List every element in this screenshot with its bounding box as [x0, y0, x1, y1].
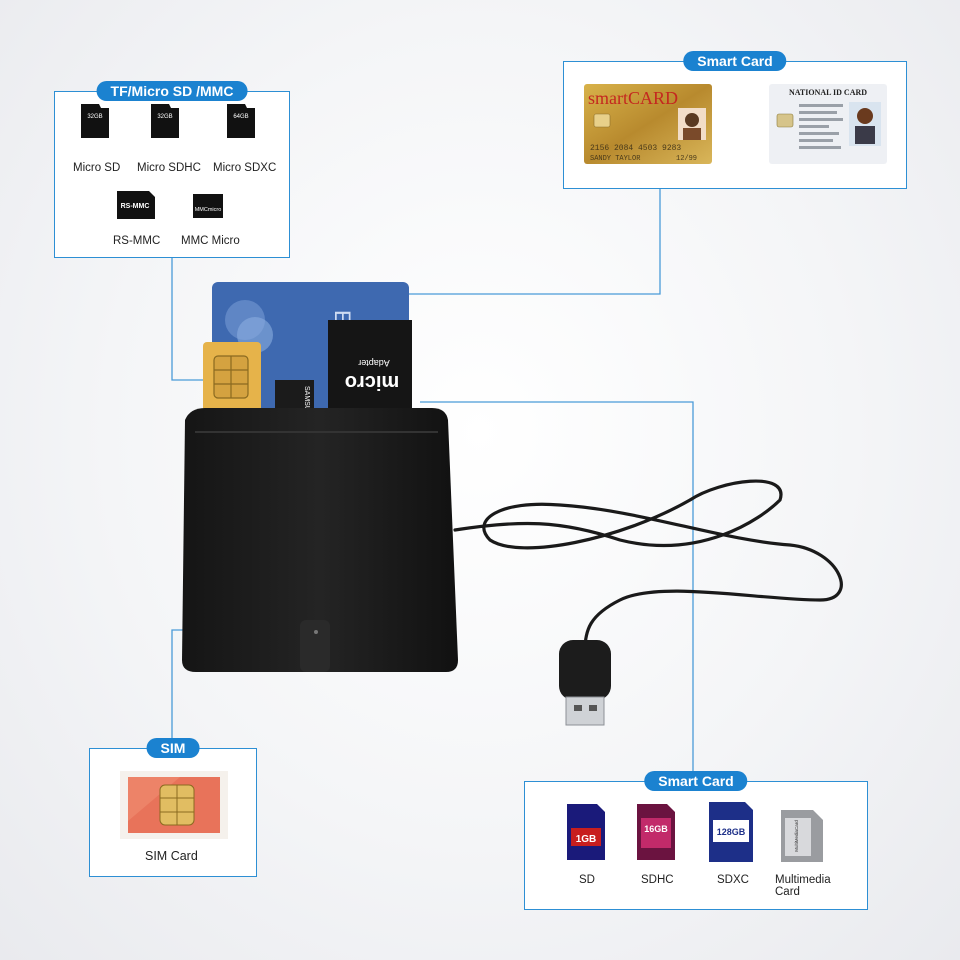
label-micro-sdxc: Micro SDXC [213, 162, 277, 174]
label-sd: SD [579, 874, 595, 886]
sd-card-icon: 1GB [567, 804, 605, 860]
mmc-micro-card-icon: MMCmicro [193, 194, 223, 218]
label-multimedia-card: Multimedia Card [775, 874, 831, 898]
micro-sdxc-card-icon: 64GB [227, 104, 255, 138]
micro-sd-card-icon: 32GB [81, 104, 109, 138]
sd-mark: 1GB [576, 834, 597, 845]
panel-title-tf: TF/Micro SD /MMC [96, 81, 248, 101]
adapter-label: Adapter [358, 358, 390, 368]
micro-sd-mark: 32GB [87, 114, 102, 120]
label-micro-sdhc: Micro SDHC [137, 162, 201, 174]
panel-tf-microsd-mmc: TF/Micro SD /MMC 32GB 32GB 64GB Micro SD… [54, 81, 290, 258]
label-mmc-micro: MMC Micro [181, 235, 240, 247]
reader-body [182, 408, 458, 672]
panel-title-smart-top: Smart Card [683, 51, 787, 71]
micro-sdxc-mark: 64GB [233, 114, 248, 120]
panel-sim: SIM SIM Card [89, 738, 257, 877]
mmc-micro-mark: MMCmicro [195, 207, 222, 213]
sdxc-card-icon: 128GB [709, 802, 753, 862]
smartcard-number: 2156 2084 4503 9283 [590, 144, 681, 153]
label-sdxc: SDXC [717, 874, 749, 886]
rs-mmc-card-icon: RS-MMC [117, 191, 155, 219]
label-rs-mmc: RS-MMC [113, 235, 161, 247]
national-id-card-image: NATIONAL ID CARD [769, 84, 887, 164]
label-sdhc: SDHC [641, 874, 674, 886]
sdhc-card-icon: 16GB [637, 804, 675, 860]
label-micro-sd: Micro SD [73, 162, 121, 174]
micro-sdhc-card-icon: 32GB [151, 104, 179, 138]
smartcard-name: SANDY TAYLOR [590, 155, 641, 163]
line-smart-bottom [420, 401, 694, 780]
smart-card-image: smartCARD 2156 2084 4503 9283 SANDY TAYL… [584, 84, 712, 164]
microsd-adapter [328, 320, 412, 428]
line-smart-top [408, 188, 661, 295]
micro-sdhc-mark: 32GB [157, 114, 172, 120]
line-tf [171, 258, 215, 381]
sdxc-mark: 128GB [717, 827, 746, 837]
id-card-title: NATIONAL ID CARD [789, 88, 867, 97]
microsd-brand: SAMSUNG [303, 386, 310, 421]
sim-card-image [120, 771, 228, 839]
usb-cable [453, 479, 843, 652]
panel-title-smart-bottom: Smart Card [644, 771, 748, 791]
usb-plug [559, 640, 611, 726]
smartcard-expiry: 12/99 [676, 155, 697, 163]
adapter-brand: micro [345, 371, 399, 393]
panel-smart-card-bottom: Smart Card 1GB 16GB 128GB MultiMediaCard… [524, 771, 868, 910]
multimedia-card-icon: MultiMediaCard [781, 810, 823, 862]
panel-smart-card-top: Smart Card smartCARD 2156 2084 4503 9283… [563, 51, 907, 189]
panel-title-sim: SIM [146, 738, 200, 758]
smartcard-logo: smartCARD [588, 88, 678, 108]
label-sim-card: SIM Card [145, 849, 198, 863]
mmc-mark: MultiMediaCard [794, 820, 799, 852]
rs-mmc-mark: RS-MMC [121, 203, 150, 210]
sdhc-mark: 16GB [644, 824, 668, 834]
